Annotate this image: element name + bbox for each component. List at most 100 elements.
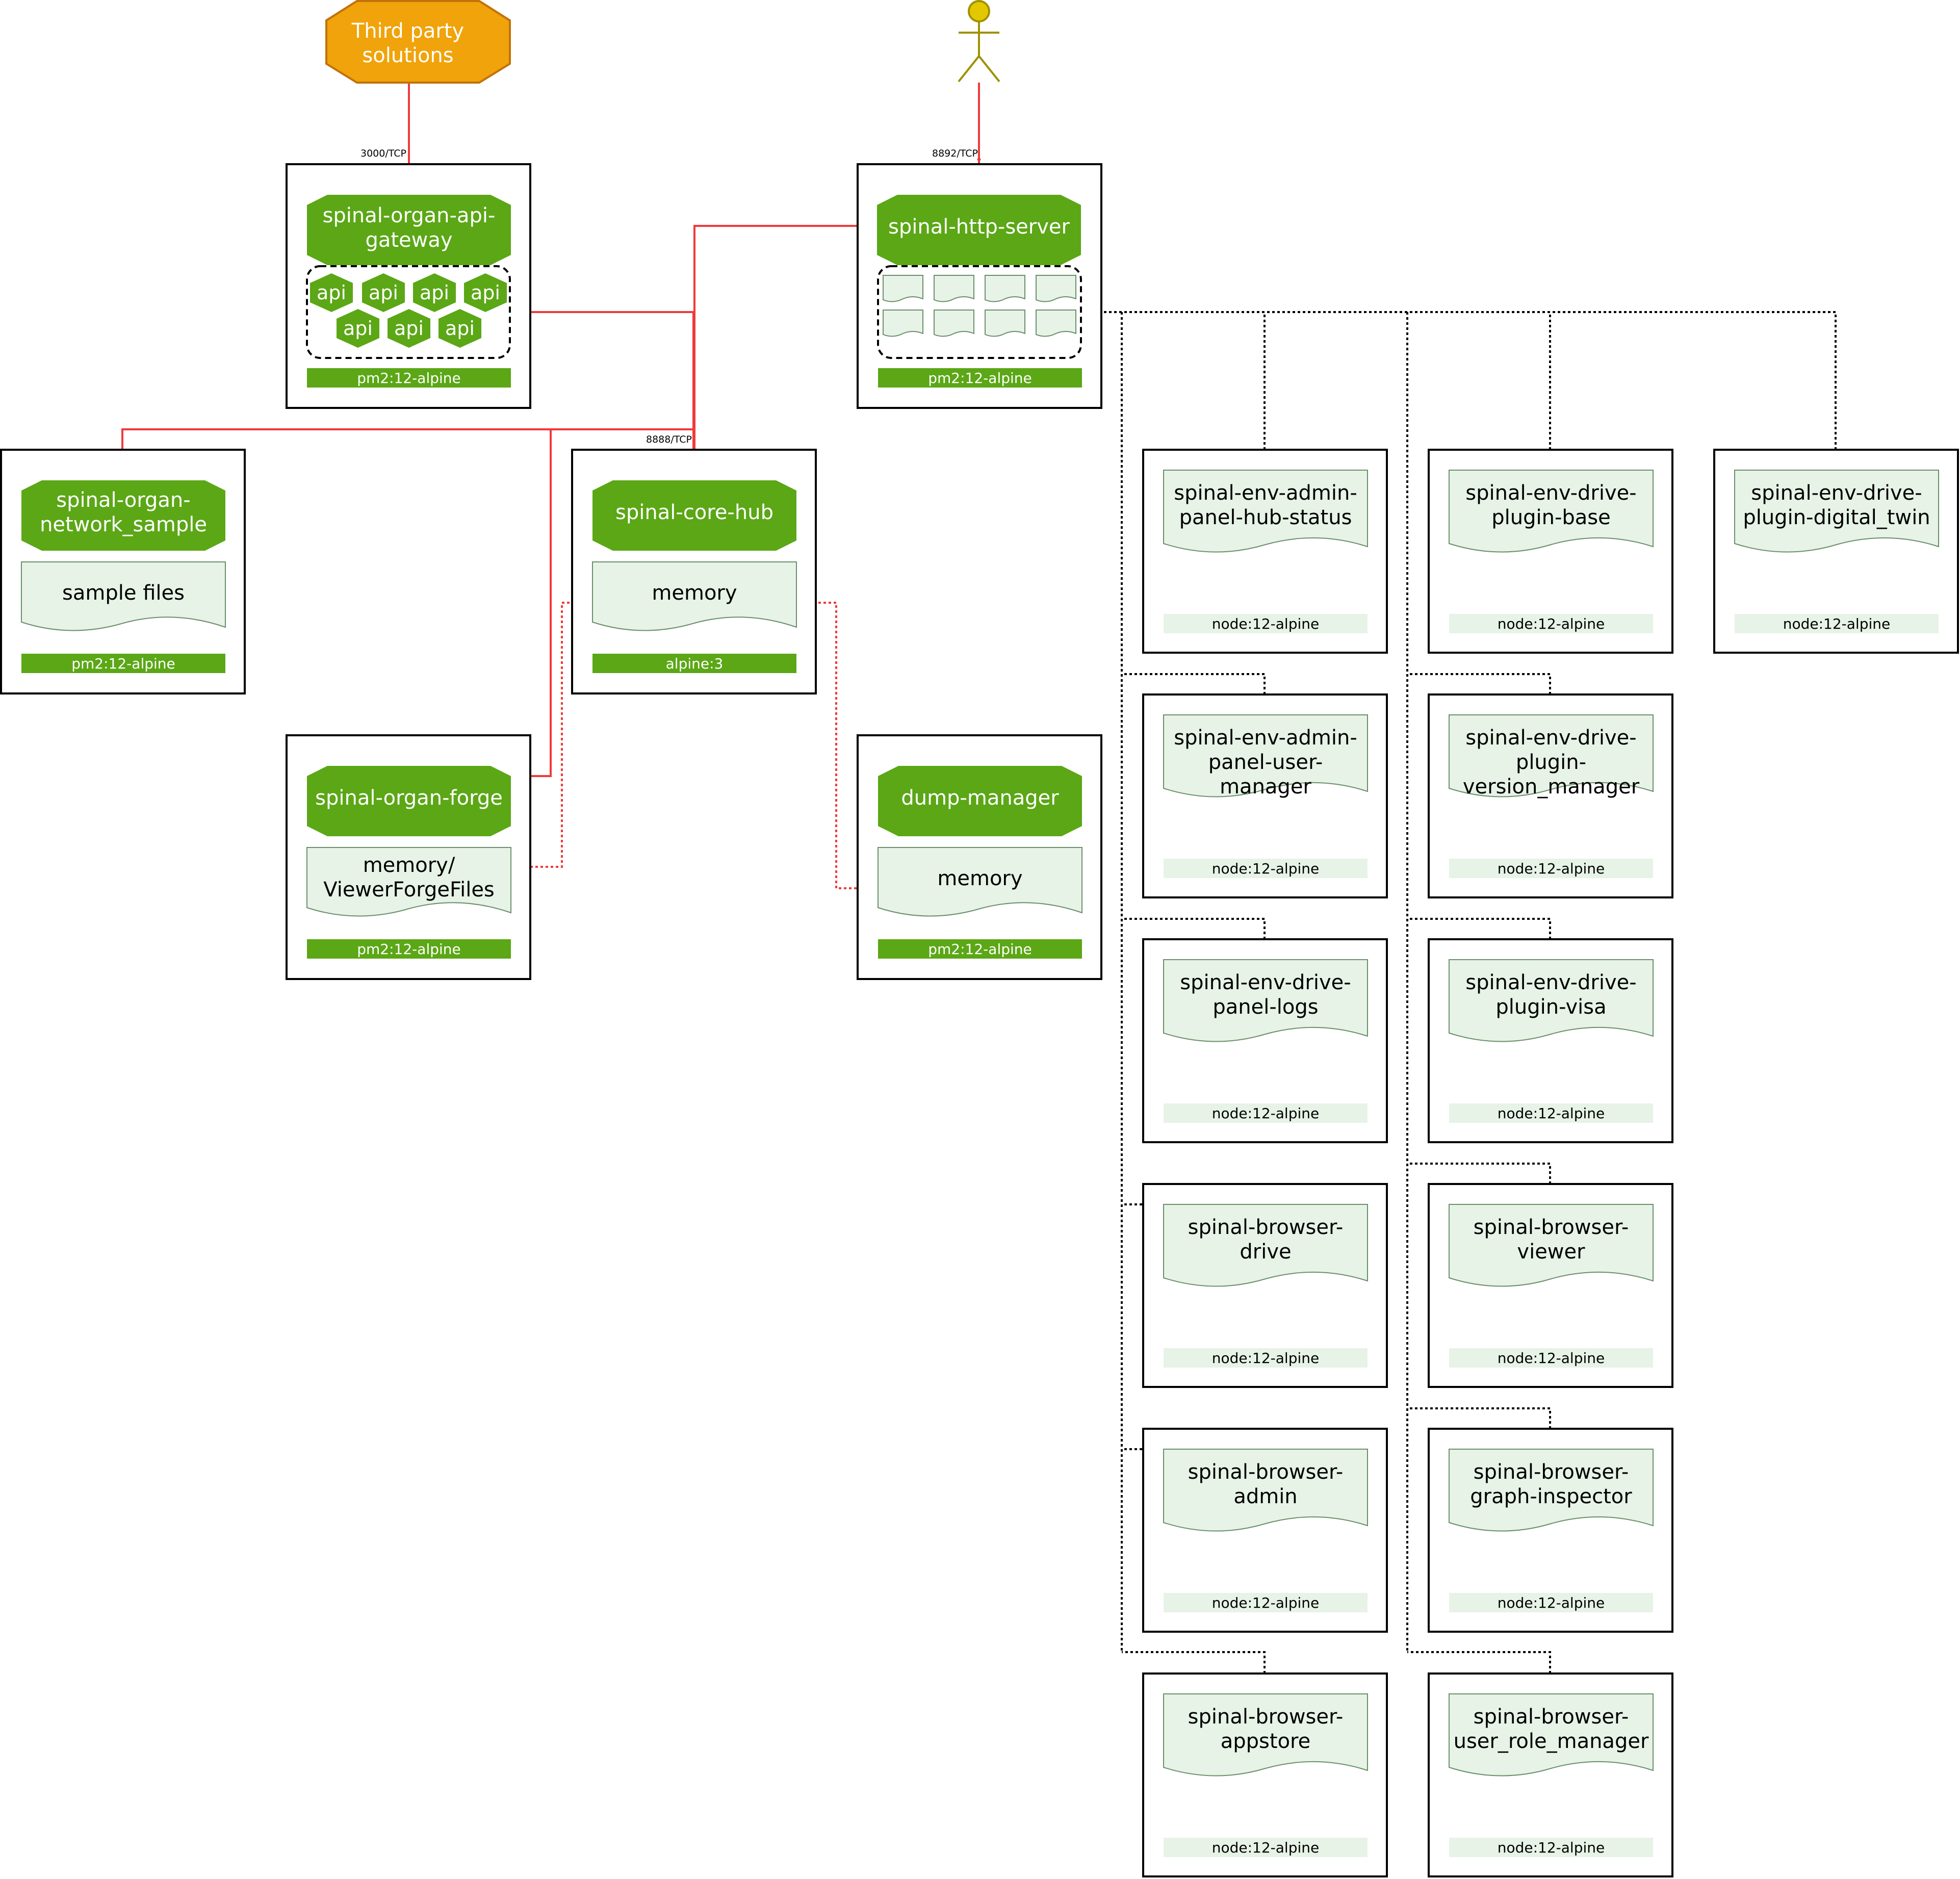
env-card-doc [1163,714,1368,797]
api-gateway-tag-label: pm2:12-alpine [357,370,461,387]
env-plugin-card[interactable]: spinal-env-drive-panel-logsnode:12-alpin… [1142,938,1388,1143]
env-card-title-line: spinal-browser- [1474,1216,1629,1239]
dump-manager-tag-label: pm2:12-alpine [928,941,1032,958]
static-file-icon [934,310,974,337]
third-party-label-line-2: solutions [362,44,453,67]
static-file-icon [883,310,923,337]
env-card-title-line: spinal-env-admin- [1174,726,1357,750]
dump-manager-memory-doc [878,847,1082,917]
env-card-title-line: panel-hub-status [1179,506,1352,529]
env-card-tag [1449,1348,1653,1368]
env-card-tag-label: node:12-alpine [1783,615,1891,632]
api-pool-group [306,265,511,359]
static-file-icon [1036,275,1076,302]
organ-forge-tag-label: pm2:12-alpine [357,941,461,958]
organ-forge-hexagon [307,766,511,836]
env-card-tag [1164,1838,1368,1857]
api-instance-label: api [317,281,346,304]
env-plugin-card[interactable]: spinal-browser-drive node:12-alpine [1142,1183,1388,1388]
env-card-title-line: spinal-env-drive- [1465,481,1636,505]
forge-memory-to-hub-memory-edge [510,601,592,868]
env-card-title-line: spinal-env-drive- [1465,971,1636,994]
env-plugin-card[interactable]: spinal-env-drive-plugin-version_managern… [1428,693,1673,898]
env-card-title-line: user_role_manager [1454,1730,1649,1753]
network-sample-container[interactable]: spinal-organ- network_sample sample file… [0,449,246,694]
core-hub-container[interactable]: spinal-core-hub memory alpine:3 [571,449,817,694]
organ-forge-memory-doc [306,847,511,917]
http-server-container[interactable]: spinal-http-server pm2:12-alpine [857,163,1102,409]
static-file-icon [985,275,1025,302]
env-card-title-line: spinal-env-admin- [1174,481,1357,505]
env-plugin-card[interactable]: spinal-browser-user_role_managernode:12-… [1428,1672,1673,1877]
network-sample-doc-label: sample files [62,581,185,605]
organ-forge-doc-line-1: memory/ [363,854,455,877]
env-card-title-line: appstore [1221,1730,1310,1753]
organ-forge-title: spinal-organ-forge [315,786,503,810]
dump-manager-title: dump-manager [901,786,1059,810]
api-instance-hex [337,309,379,348]
env-card-tag-label: node:12-alpine [1212,1105,1320,1122]
http-server-tag-label: pm2:12-alpine [928,370,1032,387]
env-card-title-line: viewer [1517,1240,1585,1264]
core-hub-tag [592,654,796,673]
core-hub-memory-doc [592,561,797,631]
env-card-tag [1164,859,1368,878]
env-card-title-line: spinal-env-drive- [1465,726,1636,750]
env-card-doc [1449,470,1654,553]
env-card-title-line: spinal-browser- [1188,1460,1344,1484]
static-file-icon [934,275,974,302]
organ-forge-container[interactable]: spinal-organ-forge memory/ ViewerForgeFi… [286,734,531,980]
env-card-tag [1164,614,1368,633]
port-label-http-server: 8892/TCP [932,148,978,159]
core-hub-memory-label: memory [652,581,737,605]
env-card-title-line: drive [1240,1240,1291,1264]
env-card-title-line: spinal-browser- [1188,1216,1344,1239]
env-plugin-card[interactable]: spinal-browser-viewer node:12-alpine [1428,1183,1673,1388]
port-label-api-gateway: 3000/TCP [360,148,406,159]
env-card-tag [1449,859,1653,878]
env-card-tag-label: node:12-alpine [1498,1839,1605,1856]
env-card-tag-label: node:12-alpine [1498,1350,1605,1367]
env-plugin-card[interactable]: spinal-env-drive-plugin-basenode:12-alpi… [1428,449,1673,654]
env-card-doc [1449,1693,1654,1777]
env-card-tag-label: node:12-alpine [1212,1350,1320,1367]
core-hub-hexagon [592,480,796,551]
env-card-doc [1163,1449,1368,1532]
env-card-tag [1735,614,1939,633]
env-plugin-card[interactable]: spinal-env-admin-panel-hub-statusnode:12… [1142,449,1388,654]
env-card-doc [1449,714,1654,797]
static-files-group [877,265,1082,359]
env-plugin-card[interactable]: spinal-env-admin-panel-user-managernode:… [1142,693,1388,898]
api-instance-label: api [420,281,449,304]
env-card-doc [1163,959,1368,1042]
env-card-title-line: plugin- [1516,751,1586,774]
env-card-doc [1163,1693,1368,1777]
env-plugin-card[interactable]: spinal-browser-graph-inspectornode:12-al… [1428,1428,1673,1633]
api-instance-label: api [394,317,424,340]
dump-manager-container[interactable]: dump-manager memory pm2:12-alpine [857,734,1102,980]
env-plugin-card[interactable]: spinal-env-drive-plugin-digital_twinnode… [1713,449,1959,654]
env-card-tag [1449,1593,1653,1612]
env-card-tag-label: node:12-alpine [1498,1105,1605,1122]
env-plugin-card[interactable]: spinal-env-drive-plugin-visanode:12-alpi… [1428,938,1673,1143]
api-instance-hex [439,309,481,348]
env-card-tag [1449,614,1653,633]
api-instance-label: api [471,281,500,304]
third-party-label-line-1: Third party [351,19,464,43]
core-hub-title: spinal-core-hub [615,501,773,524]
network-sample-title-line-2: network_sample [40,513,207,536]
api-instance-hex [310,273,353,312]
third-party-node[interactable]: Third party solutions [325,0,511,84]
env-card-tag [1164,1348,1368,1368]
env-card-tag-label: node:12-alpine [1212,860,1320,877]
env-card-doc [1449,1449,1654,1532]
env-card-doc [1449,1204,1654,1287]
network-sample-tag-label: pm2:12-alpine [71,655,175,672]
static-file-icon [883,275,923,302]
env-card-doc [1163,470,1368,553]
